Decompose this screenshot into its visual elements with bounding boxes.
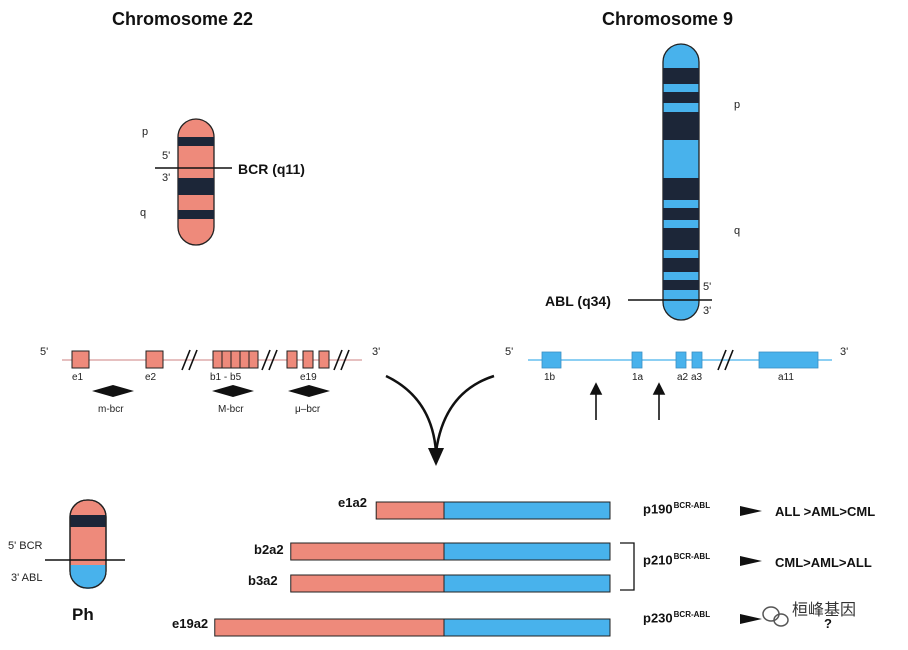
exon-label-e19: e19: [300, 372, 317, 383]
chr9-five-prime-label: 5': [703, 281, 712, 293]
watermark-text: 桓峰基因: [792, 602, 857, 619]
product-arrow-2: [740, 614, 762, 624]
product-arrow-0: [740, 506, 762, 516]
transcript-bars: [214, 501, 611, 637]
chr22-p-arm-label: p: [142, 126, 149, 138]
abl-segment-e19a2: [443, 618, 611, 637]
exon-label-e2: e2: [145, 372, 157, 383]
fusion-arrows: [385, 374, 495, 466]
chromosome-9-title: Chromosome 9: [602, 9, 734, 29]
bcr-three-prime: 3': [372, 346, 381, 358]
chr22-q-arm-label: q: [140, 207, 147, 219]
bcr-segment-e1a2: [375, 501, 445, 520]
product-arrow-1: [740, 556, 762, 566]
abl-three-prime: 3': [840, 346, 849, 358]
product-p230: p230BCR-ABL: [643, 610, 711, 626]
transcript-name-b3a2: b3a2: [248, 573, 278, 588]
abl-breakpoint-label: ABL (q34): [545, 293, 611, 309]
chr22-five-prime-label: 5': [162, 150, 171, 162]
exon-label-a2: a2: [677, 372, 689, 383]
ph-three-abl-label: 3' ABL: [11, 572, 43, 584]
abl-gene-map: [528, 349, 832, 420]
abl-five-prime: 5': [505, 346, 514, 358]
bcr-segment-b3a2: [290, 574, 445, 593]
ph-label: Ph: [72, 605, 94, 624]
exon-label-a11: a11: [778, 372, 794, 383]
abl-segment-b2a2: [443, 542, 611, 561]
region-label-major-bcr: M-bcr: [218, 404, 244, 415]
exon-label-1b: 1b: [544, 372, 556, 383]
product-bracket: [620, 542, 635, 591]
disease-order-p190: ALL >AML>CML: [775, 504, 876, 519]
bcr-breakpoint-label: BCR (q11): [238, 161, 305, 177]
exon-label-b1-b5: b1 - b5: [210, 372, 242, 383]
transcript-name-e19a2: e19a2: [172, 616, 209, 631]
transcript-name-e1a2: e1a2: [338, 495, 367, 510]
chr9-p-arm-label: p: [734, 99, 741, 111]
product-p210: p210BCR-ABL: [643, 552, 711, 568]
wechat-icon: [762, 606, 789, 627]
transcript-name-b2a2: b2a2: [254, 542, 284, 557]
bcr-segment-e19a2: [214, 618, 445, 637]
bcr-segment-b2a2: [290, 542, 445, 561]
chromosome-9: [628, 43, 712, 321]
product-p190: p190BCR-ABL: [643, 501, 711, 517]
chromosome-22-title: Chromosome 22: [112, 9, 254, 29]
chr9-three-prime-label: 3': [703, 305, 712, 317]
exon-label-a3: a3: [691, 372, 703, 383]
chromosome-22: [155, 118, 232, 246]
bcr-five-prime: 5': [40, 346, 49, 358]
ph-chromosome: [45, 499, 125, 589]
exon-label-e1: e1: [72, 372, 84, 383]
exon-label-1a: 1a: [632, 372, 644, 383]
abl-segment-e1a2: [443, 501, 611, 520]
chr9-q-arm-label: q: [734, 225, 741, 237]
ph-five-bcr-label: 5' BCR: [8, 540, 43, 552]
region-label-m-bcr: m-bcr: [98, 404, 124, 415]
bcr-gene-map: [62, 349, 362, 397]
product-arrows: [740, 506, 762, 624]
abl-segment-b3a2: [443, 574, 611, 593]
chr22-three-prime-label: 3': [162, 172, 171, 184]
disease-order-p210: CML>AML>ALL: [775, 555, 872, 570]
disease-order-p230: ?: [824, 616, 832, 631]
region-label-mu-bcr: μ–bcr: [295, 404, 321, 415]
